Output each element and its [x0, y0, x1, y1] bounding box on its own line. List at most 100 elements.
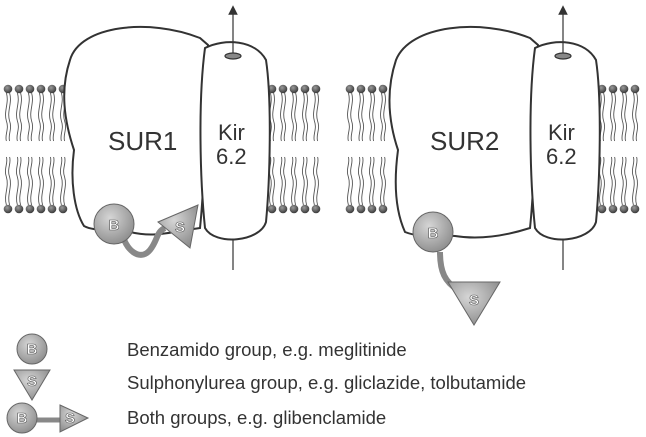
- lipid-tail: [27, 157, 29, 205]
- lipid-tail: [17, 93, 19, 141]
- lipid-tail: [625, 93, 627, 141]
- lipid-tail: [625, 157, 627, 205]
- lipid-tail: [284, 157, 286, 205]
- lipid-head: [301, 205, 310, 214]
- lipid-tail: [9, 93, 11, 141]
- lipid-head: [631, 85, 640, 94]
- lipid-head: [15, 205, 24, 214]
- lipid-head: [26, 205, 35, 214]
- lipid-head: [312, 85, 321, 94]
- lipid-head: [379, 205, 388, 214]
- lipid-head: [312, 205, 321, 214]
- lipid-head: [26, 85, 35, 94]
- legend-item-both: B S Both groups, e.g. glibenclamide: [7, 403, 386, 433]
- lipid-tail: [20, 157, 22, 205]
- lipid-tail: [302, 157, 304, 205]
- lipid-tail: [16, 157, 18, 205]
- lipid-tail: [280, 157, 282, 205]
- lipid-tail: [351, 93, 353, 141]
- lipid-tail: [633, 93, 635, 141]
- sulphonylurea-glyph-right: S: [469, 292, 479, 309]
- legend-item-benzamido: B Benzamido group, e.g. meglitinide: [17, 334, 407, 364]
- lipid-tail: [42, 157, 44, 205]
- kir-subunit-number-left: 6.2: [216, 144, 247, 169]
- lipid-tail: [314, 93, 316, 141]
- lipid-tail: [9, 157, 11, 205]
- lipid-head: [37, 205, 46, 214]
- lipid-tail: [50, 93, 52, 141]
- lipid-tail: [284, 93, 286, 141]
- lipid-tail: [291, 157, 293, 205]
- lipid-tail: [384, 157, 386, 205]
- lipid-head: [4, 205, 13, 214]
- lipid-head: [59, 205, 68, 214]
- lipid-tail: [384, 93, 386, 141]
- lipid-tail: [370, 93, 372, 141]
- lipid-head: [4, 85, 13, 94]
- lipid-tail: [317, 93, 319, 141]
- lipid-head: [598, 205, 607, 214]
- kir-subunit-number-right: 6.2: [546, 144, 577, 169]
- sur1-label: SUR1: [108, 126, 177, 156]
- legend: B Benzamido group, e.g. meglitinide S Su…: [7, 334, 526, 433]
- lipid-tail: [603, 93, 605, 141]
- lipid-head: [346, 85, 355, 94]
- lipid-head: [268, 205, 277, 214]
- lipid-tail: [303, 93, 305, 141]
- lipid-tail: [60, 157, 62, 205]
- lipid-head: [48, 85, 57, 94]
- lipid-tail: [373, 157, 375, 205]
- lipid-tail: [621, 157, 623, 205]
- kir-label-right: Kir: [548, 120, 575, 145]
- lipid-tail: [622, 93, 624, 141]
- sulphonylurea-icon-glyph: S: [27, 373, 37, 390]
- lipid-head: [279, 85, 288, 94]
- lipid-tail: [632, 157, 634, 205]
- lipid-head: [357, 205, 366, 214]
- lipid-head: [368, 85, 377, 94]
- channel-sur2: SUR2 Kir 6.2 B S: [346, 10, 640, 325]
- lipid-tail: [362, 93, 364, 141]
- lipid-head: [609, 205, 618, 214]
- lipid-head: [620, 205, 629, 214]
- lipid-head: [631, 205, 640, 214]
- lipid-head: [37, 85, 46, 94]
- pore-left: [225, 53, 241, 59]
- lipid-head: [48, 205, 57, 214]
- lipid-head: [368, 205, 377, 214]
- lipid-tail: [306, 93, 308, 141]
- lipid-tail: [373, 93, 375, 141]
- legend-text-sulphonylurea: Sulphonylurea group, e.g. gliclazide, to…: [127, 372, 526, 393]
- kir-label-left: Kir: [218, 120, 245, 145]
- channel-sur1: SUR1 Kir 6.2 B S: [4, 10, 321, 270]
- lipid-head: [379, 85, 388, 94]
- lipid-tail: [358, 157, 360, 205]
- lipid-tail: [61, 93, 63, 141]
- lipid-tail: [610, 157, 612, 205]
- legend-text-benzamido: Benzamido group, e.g. meglitinide: [127, 339, 407, 360]
- lipid-tail: [306, 157, 308, 205]
- lipid-head: [357, 85, 366, 94]
- legend-item-sulphonylurea: S Sulphonylurea group, e.g. gliclazide, …: [14, 370, 526, 400]
- lipid-tail: [603, 157, 605, 205]
- lipid-tail: [313, 157, 315, 205]
- lipid-tail: [273, 157, 275, 205]
- pore-right: [555, 53, 571, 59]
- lipid-tail: [292, 93, 294, 141]
- lipid-tail: [317, 157, 319, 205]
- lipid-tail: [636, 93, 638, 141]
- lipid-head: [301, 85, 310, 94]
- sur2-label: SUR2: [430, 126, 499, 156]
- lipid-tail: [20, 93, 22, 141]
- lipid-tail: [636, 157, 638, 205]
- benzamido-icon-glyph: B: [27, 341, 38, 358]
- lipid-tail: [64, 157, 66, 205]
- lipid-tail: [359, 93, 361, 141]
- lipid-tail: [53, 93, 55, 141]
- lipid-tail: [281, 93, 283, 141]
- lipid-head: [609, 85, 618, 94]
- lipid-head: [15, 85, 24, 94]
- lipid-tail: [42, 93, 44, 141]
- lipid-tail: [295, 157, 297, 205]
